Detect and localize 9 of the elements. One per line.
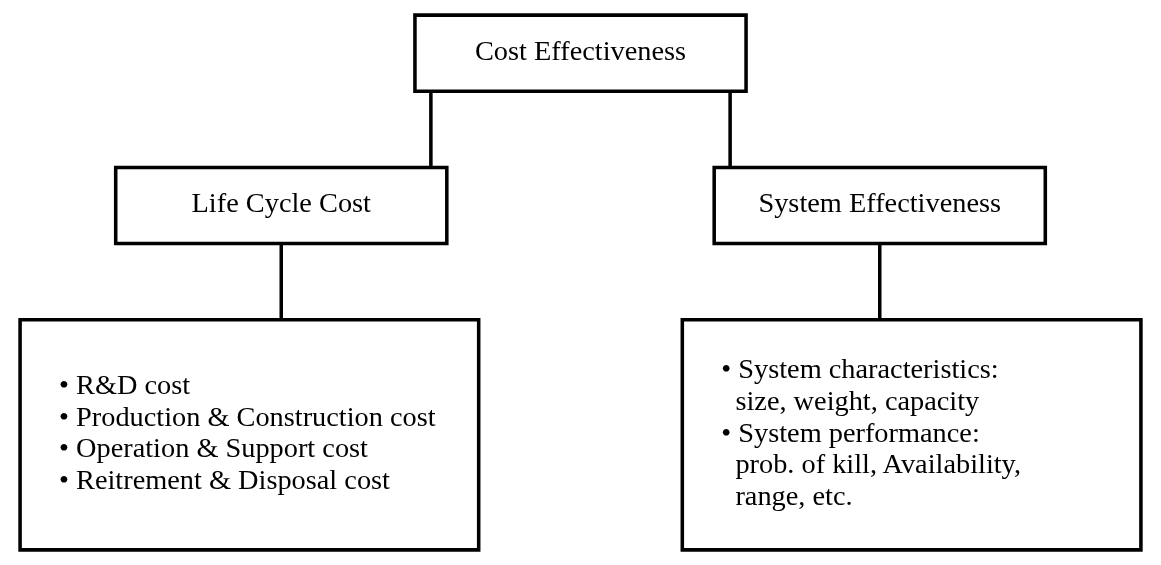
node-box: Life Cycle Cost [113,165,449,246]
connector [877,243,882,320]
connector [279,243,284,320]
connector [728,91,732,168]
node-box: • System characteristics: size, weight, capacity • System performance: prob. of kill, Availability, range, etc. [680,317,1143,552]
node-box: Cost Effectiveness [413,13,748,94]
node-box: System Effectiveness [712,165,1048,246]
node-box: • R&D cost • Production & Construction cost • Operation & Support cost • Reitrement & Disposal cost [18,317,481,552]
connector [429,91,433,168]
